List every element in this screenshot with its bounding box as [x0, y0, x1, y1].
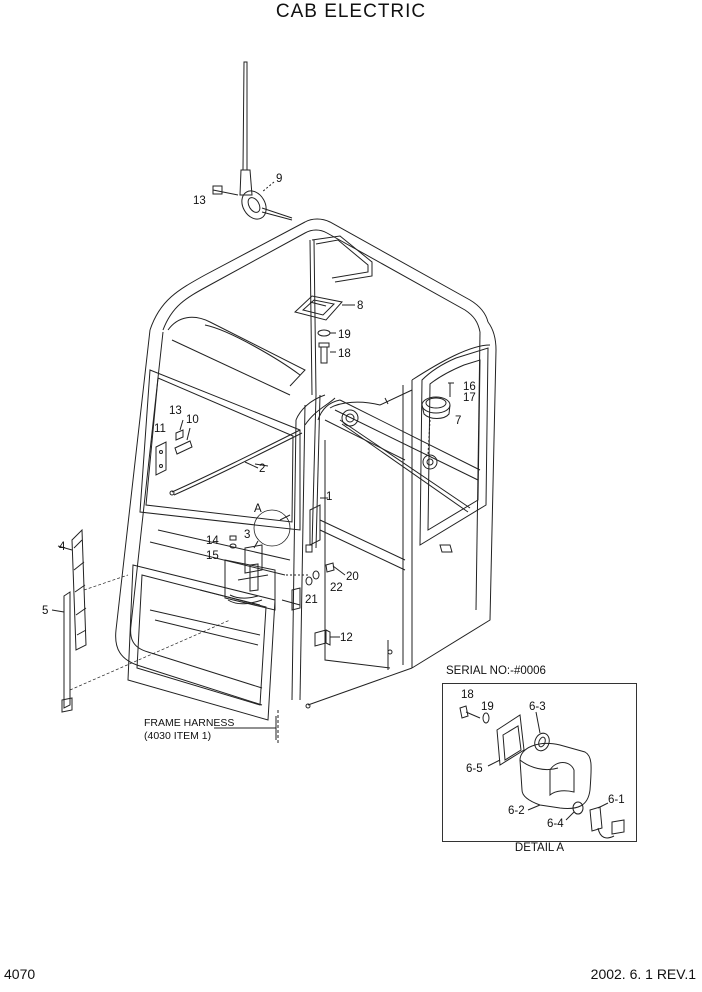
callout-16: 16 — [463, 381, 476, 393]
detail-callout-19: 19 — [481, 701, 494, 713]
callout-9: 9 — [276, 173, 282, 185]
callout-18: 18 — [338, 348, 351, 360]
bolt-20-illustration — [286, 562, 346, 611]
frame-harness-note: FRAME HARNESS (4030 ITEM 1) — [144, 717, 234, 743]
callout-a: A — [254, 503, 262, 515]
callout-7: 7 — [455, 415, 461, 427]
callout-2: 2 — [259, 463, 265, 475]
callout-8: 8 — [357, 300, 363, 312]
detail-a-caption: DETAIL A — [514, 842, 565, 854]
wiper-motor-illustration — [71, 528, 87, 651]
callout-21: 21 — [305, 594, 318, 606]
callout-14: 14 — [206, 535, 219, 547]
page-title: CAB ELECTRIC — [275, 1, 427, 22]
callout-3: 3 — [244, 529, 250, 541]
detail-a-illustration — [459, 705, 625, 839]
switch-11-illustration — [155, 419, 193, 476]
harness-2-illustration — [169, 429, 303, 496]
callout-22: 22 — [330, 582, 343, 594]
callout-5: 5 — [42, 605, 48, 617]
callout-labels: 13 9 8 19 18 16 17 7 13 10 11 2 A 1 14 3… — [42, 173, 476, 644]
wiper-arm-illustration — [61, 574, 231, 713]
detail-callout-6-2: 6-2 — [508, 805, 525, 817]
callout-11: 11 — [154, 423, 166, 435]
connector-12-illustration — [314, 629, 340, 647]
detail-callout-6-1: 6-1 — [608, 794, 625, 806]
serial-number-note: SERIAL NO:-#0006 — [446, 665, 546, 677]
callout-19: 19 — [338, 329, 351, 341]
frame-harness-line1: FRAME HARNESS — [144, 717, 235, 729]
page-number: 4070 — [4, 966, 36, 982]
detail-callout-18: 18 — [461, 689, 474, 701]
callout-15: 15 — [206, 550, 219, 562]
frame-harness-line2: (4030 ITEM 1) — [144, 730, 212, 742]
cab-frame-illustration — [115, 218, 497, 745]
detail-a-box — [442, 683, 637, 842]
revision-date: 2002. 6. 1 REV.1 — [590, 966, 696, 982]
callout-1: 1 — [326, 491, 332, 503]
callout-13-top: 13 — [193, 195, 206, 207]
callout-13-left: 13 — [169, 405, 182, 417]
detail-callout-6-4: 6-4 — [547, 818, 564, 830]
relay-3-illustration — [227, 535, 269, 605]
callout-10: 10 — [186, 414, 199, 426]
detail-callout-6-5: 6-5 — [466, 763, 483, 775]
callout-12: 12 — [340, 632, 353, 644]
room-lamp-illustration — [293, 295, 355, 321]
callout-17: 17 — [463, 392, 476, 404]
callout-20: 20 — [346, 571, 359, 583]
detail-a-callouts: 18 19 6-3 6-5 6-2 6-4 6-1 — [461, 689, 625, 830]
detail-a-marker — [253, 509, 291, 547]
antenna-illustration — [212, 61, 293, 221]
bolt-18-illustration — [318, 342, 330, 364]
callout-4: 4 — [59, 541, 66, 553]
harness-1-illustration — [305, 497, 328, 553]
detail-callout-6-3: 6-3 — [529, 701, 546, 713]
washer-19-illustration — [317, 329, 331, 337]
speaker-illustration — [421, 382, 454, 456]
